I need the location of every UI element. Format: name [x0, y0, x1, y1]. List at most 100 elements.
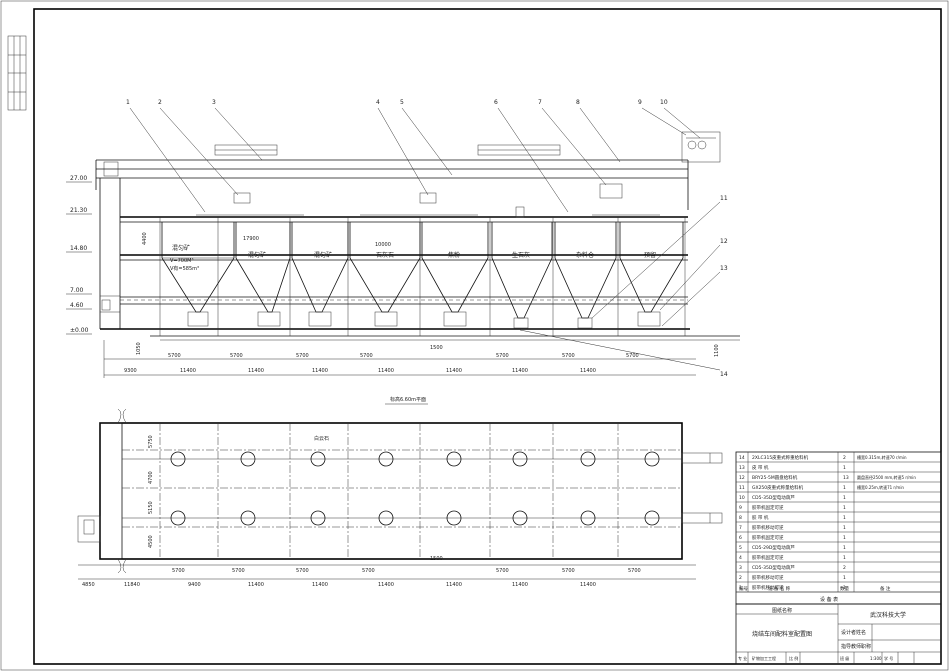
table-cell-no: 8	[739, 515, 742, 521]
table-cell-qty: 13	[843, 475, 849, 481]
svg-text:1: 1	[126, 99, 130, 106]
table-cell-no: 14	[739, 455, 745, 461]
svg-text:5700: 5700	[172, 568, 185, 574]
table-cell-name: 胶带机固定可逆	[752, 534, 784, 541]
dim-1100: 1100	[714, 344, 720, 357]
plan-bins-upper	[170, 451, 660, 467]
svg-text:7: 7	[538, 99, 542, 106]
dim-17900: 17900	[243, 236, 259, 242]
bin-label-3: 混匀矿	[314, 251, 332, 259]
svg-text:5700: 5700	[496, 568, 509, 574]
drawing-name: 烧结车间配料室配置图	[752, 630, 812, 638]
svg-text:5700: 5700	[562, 568, 575, 574]
table-cell-no: 5	[739, 545, 742, 551]
elevation-dim-row-1: 5700 5700 5700 5700 5700 5700 5700	[168, 353, 639, 359]
svg-text:14: 14	[720, 371, 728, 378]
svg-text:1500: 1500	[430, 556, 443, 562]
table-cell-name: BRY25-5M圆盘给料机	[752, 474, 798, 481]
elevation-labels: 27.00 21.30 14.80 7.00 4.60 ±0.00 混匀矿 混匀…	[70, 99, 728, 378]
table-cell-qty: 1	[843, 465, 846, 471]
table-cell-qty: 2	[843, 455, 846, 461]
svg-text:11840: 11840	[124, 582, 140, 588]
elevation-dim-row-2: 9300 11400 11400 11400 11400 11400 11400…	[124, 368, 596, 374]
table-cell-no: 7	[739, 525, 742, 531]
table-cell-name: 胶带机移动可逆	[752, 584, 784, 591]
plan-view	[77, 403, 723, 580]
hoist-7	[599, 183, 623, 199]
svg-text:13: 13	[720, 265, 728, 272]
svg-text:4850: 4850	[82, 582, 95, 588]
drawing-frame	[33, 8, 942, 665]
drawing-name-label: 图纸名称	[772, 607, 792, 614]
svg-text:学 号: 学 号	[884, 655, 893, 661]
svg-text:5700: 5700	[628, 568, 641, 574]
svg-text:3: 3	[212, 99, 216, 106]
svg-text:5: 5	[400, 99, 404, 106]
legend-band: 设 备 表	[820, 596, 838, 603]
header-name: 设 备 名 称	[768, 585, 791, 592]
table-cell-qty: 1	[843, 535, 846, 541]
svg-text:11400: 11400	[378, 582, 394, 588]
bin-6	[491, 222, 553, 329]
hoist-2	[233, 192, 251, 204]
table-cell-qty: 1	[843, 515, 846, 521]
table-cell-name: 2XLC315皮重式称重给料机	[752, 454, 809, 461]
plan-dim-row-1: 5700 5700 5700 5700 5700 5700 5700	[172, 568, 641, 574]
header-no: 编号	[739, 585, 748, 592]
university-name: 武汉科技大学	[870, 611, 906, 619]
svg-text:5150: 5150	[148, 501, 154, 514]
svg-text:11400: 11400	[580, 368, 596, 374]
table-cell-qty: 1	[843, 585, 846, 591]
header-remark: 备 注	[880, 585, 891, 592]
bin-2	[235, 222, 291, 327]
svg-text:12: 12	[720, 238, 728, 245]
bin-label-8: 预留	[644, 251, 656, 259]
svg-text:1:300: 1:300	[870, 656, 882, 661]
dim-1500: 1500	[430, 345, 443, 351]
table-cell-no: 13	[739, 465, 745, 471]
svg-text:4: 4	[376, 99, 380, 106]
title-block: 图纸名称 烧结车间配料室配置图 武汉科技大学 设计者姓名 指导教师职称 专 业 …	[735, 603, 942, 665]
plan-labels: 标高6.60m平面 白云石 5750 4700 5150 4500 1500 5…	[82, 396, 641, 588]
bin-label-5: 焦粉	[448, 251, 460, 259]
svg-text:矿物加工工程: 矿物加工工程	[752, 655, 776, 661]
table-cell-no: 6	[739, 535, 742, 541]
bin-label-7: 杂料仓	[576, 251, 594, 259]
table-cell-remark: 槽宽0.25m,转速71 r/min	[857, 484, 904, 490]
svg-text:5700: 5700	[496, 353, 509, 359]
table-cell-name: 胶带机固定可逆	[752, 554, 784, 561]
elev-14: 14.80	[70, 245, 87, 252]
svg-text:10: 10	[660, 99, 668, 106]
table-cell-name: 胶带机固定可逆	[752, 504, 784, 511]
table-cell-no: 2	[739, 575, 742, 581]
svg-text:班 级: 班 级	[840, 655, 849, 661]
elev-27: 27.00	[70, 175, 87, 182]
advisor-label: 指导教师职称	[841, 643, 871, 650]
svg-text:11400: 11400	[446, 368, 462, 374]
svg-text:5700: 5700	[230, 353, 243, 359]
plan-bin-label: 白云石	[314, 435, 329, 442]
header-qty: 数量	[840, 585, 849, 592]
plan-bins-lower	[170, 510, 660, 526]
bin-3	[291, 222, 349, 327]
table-cell-no: 10	[739, 495, 745, 501]
table-cell-qty: 1	[843, 545, 846, 551]
svg-text:11400: 11400	[512, 368, 528, 374]
table-cell-name: 胶带机移动可逆	[752, 524, 784, 531]
svg-text:9400: 9400	[188, 582, 201, 588]
svg-text:5700: 5700	[562, 353, 575, 359]
svg-text:5700: 5700	[296, 568, 309, 574]
svg-text:9: 9	[638, 99, 642, 106]
table-cell-qty: 1	[843, 575, 846, 581]
bin-5	[421, 222, 489, 327]
svg-text:5700: 5700	[296, 353, 309, 359]
svg-text:11400: 11400	[312, 582, 328, 588]
bin-4	[349, 222, 421, 327]
elev-0: ±0.00	[70, 327, 89, 334]
svg-text:4700: 4700	[148, 471, 154, 484]
plan-dim-row-2: 4850 11840 9400 11400 11400 11400 11400 …	[82, 582, 596, 588]
table-cell-qty: 2	[843, 565, 846, 571]
capacity-geo: V=700M³	[170, 258, 193, 264]
table-cell-qty: 1	[843, 555, 846, 561]
